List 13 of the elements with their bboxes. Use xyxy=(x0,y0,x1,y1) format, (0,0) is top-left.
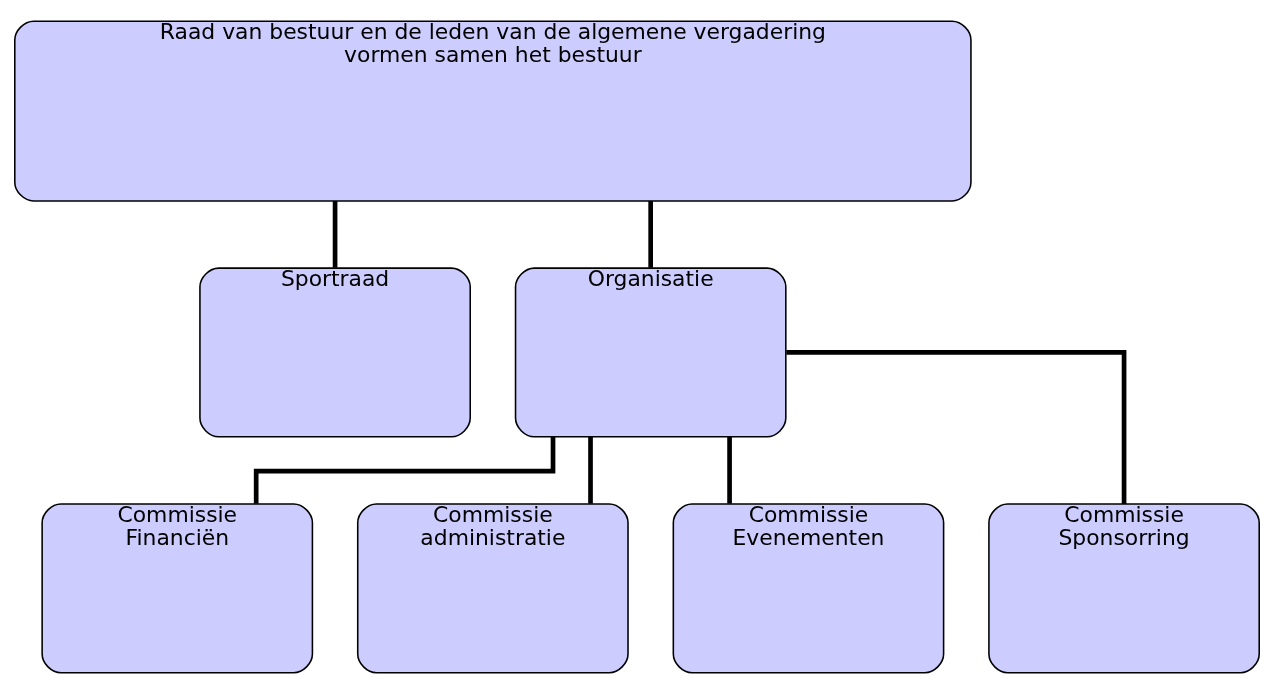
connector xyxy=(786,349,1127,504)
connector xyxy=(253,436,556,504)
connector xyxy=(332,200,338,268)
connector xyxy=(648,200,653,268)
node-box: Commissie administratie xyxy=(356,502,629,674)
node-box: Sportraad xyxy=(199,266,471,438)
node-box: Commissie Sponsorring xyxy=(988,502,1260,674)
node-box: Commissie Financiën xyxy=(41,502,314,674)
node-box: Organisatie xyxy=(514,266,787,438)
connector xyxy=(727,436,732,504)
connector xyxy=(588,436,593,504)
node-box: Commissie Evenementen xyxy=(672,502,945,674)
node-box: Raad van bestuur en de leden van de algemene vergadering vormen samen het bestuur xyxy=(14,19,972,202)
